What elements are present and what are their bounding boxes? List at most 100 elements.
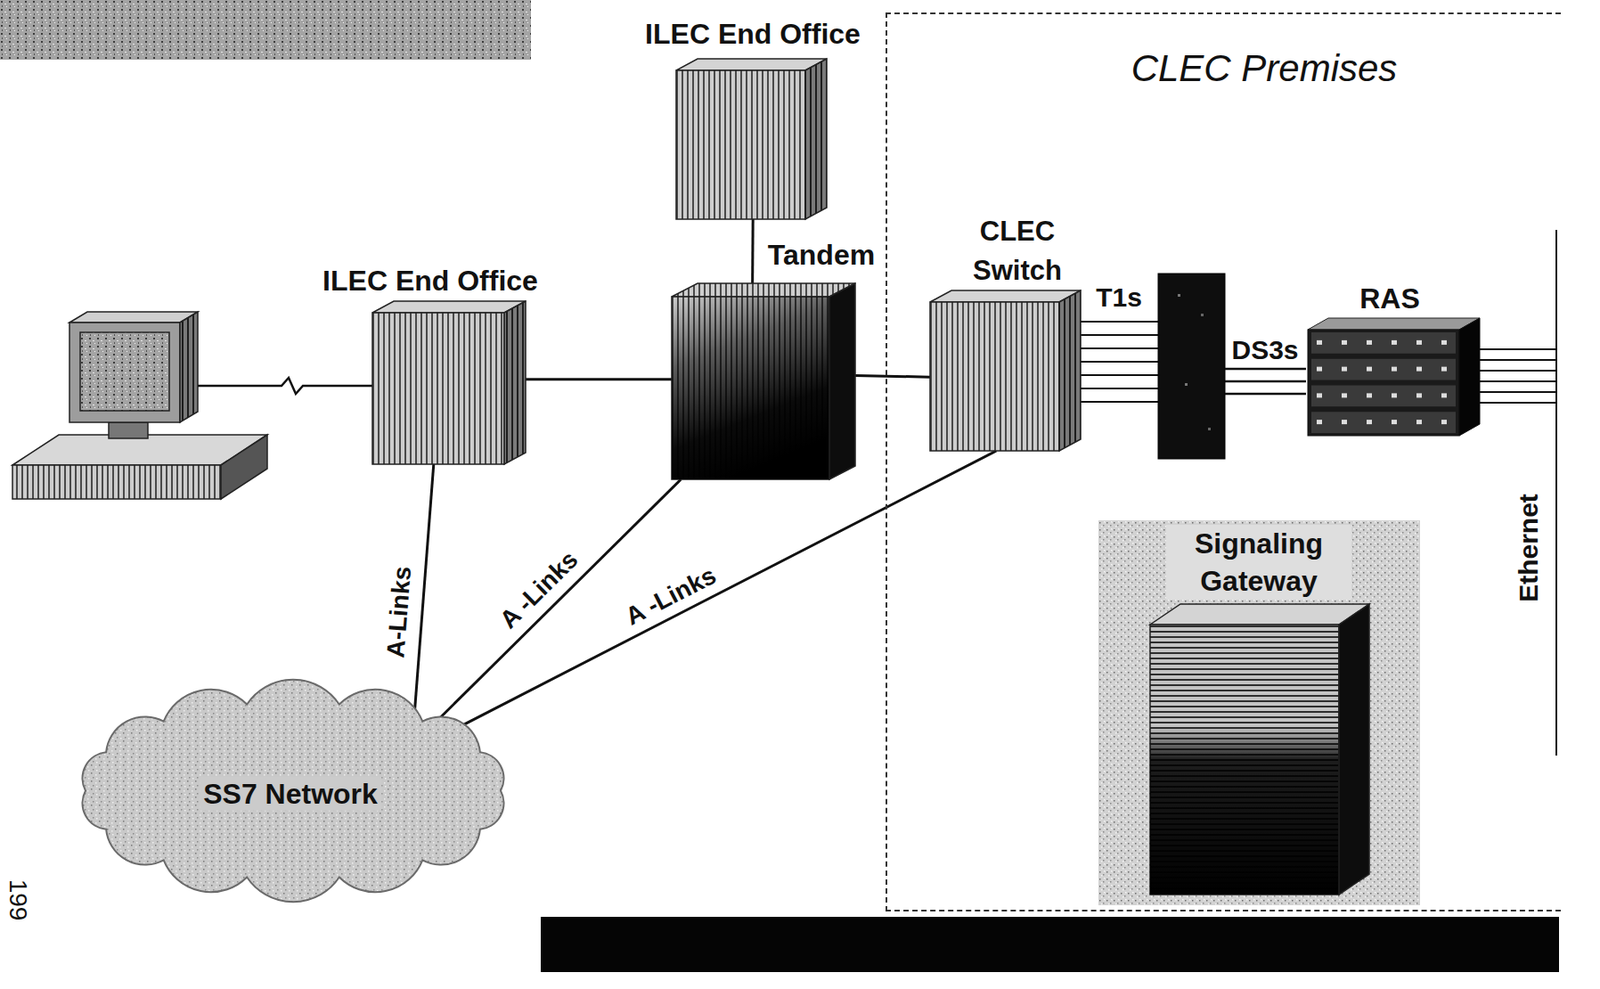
ds3-trunks: [1224, 368, 1307, 394]
wire-label: DS3s: [1228, 334, 1301, 367]
multiplexer-speck: [1200, 313, 1204, 317]
rack-light: [1391, 340, 1397, 345]
node-label: ILEC End Office: [322, 263, 539, 298]
modem-line: [197, 377, 373, 394]
box-side: [829, 283, 856, 480]
wire-label: T1s: [1093, 281, 1145, 314]
monitor-screen: [80, 332, 170, 411]
computer-base: [220, 434, 268, 499]
link-line: [413, 464, 434, 727]
trunk-line: [1224, 392, 1307, 396]
rack-light: [1341, 419, 1347, 425]
rack-top: [1307, 318, 1480, 330]
ethernet-bus: [1555, 229, 1558, 756]
gateway-panel: Signaling Gateway: [1098, 520, 1421, 906]
rack-light: [1341, 392, 1347, 398]
network-cloud: SS7 Network: [65, 683, 521, 898]
switch-box-shape: [671, 283, 856, 480]
t1-trunks: [1078, 321, 1159, 402]
trunk-line: [1078, 400, 1159, 403]
multiplexer-speck: [1184, 383, 1188, 386]
node-label: Tandem: [767, 237, 875, 272]
photo-fragment: [0, 0, 531, 60]
trunk-line: [1078, 347, 1159, 350]
edge-label: A -Links: [618, 559, 724, 634]
rack-front: [1307, 329, 1460, 436]
premises-region: CLEC PremisesCLEC SwitchRAS Signaling Gat…: [885, 12, 1561, 912]
drop-line: [1477, 369, 1557, 372]
box-side: [805, 58, 827, 220]
gateway-cabinet: [1150, 604, 1370, 895]
drop-line: [1477, 391, 1557, 393]
drop-line: [1477, 380, 1557, 383]
node-label: RAS: [1359, 281, 1421, 316]
box-front: [930, 302, 1060, 451]
switch-box: ILEC End Office: [676, 58, 827, 220]
switch-box-shape: [372, 301, 526, 465]
region-title: CLEC Premises: [1131, 46, 1398, 91]
rack-light: [1316, 367, 1323, 372]
rack-light: [1416, 340, 1422, 345]
rack-light: [1441, 392, 1447, 398]
rack-light: [1391, 419, 1397, 425]
box-front: [676, 70, 806, 220]
link-line: [525, 377, 672, 381]
rack-light: [1391, 367, 1397, 372]
edge-label: A -Links: [491, 543, 587, 637]
rack-light: [1341, 367, 1347, 372]
drop-line: [1477, 348, 1557, 351]
box-shade: [671, 296, 830, 480]
box-side: [1338, 604, 1370, 895]
rack-unit: [1311, 385, 1456, 408]
rack-light: [1316, 340, 1323, 345]
trunk-line: [1078, 360, 1159, 363]
rack-light: [1441, 419, 1447, 425]
trunk-line: [1224, 380, 1307, 384]
rack-light: [1416, 367, 1422, 372]
rack-light: [1416, 392, 1422, 398]
rack-light: [1366, 367, 1372, 372]
box-front: [372, 312, 505, 465]
box-top: [676, 58, 827, 71]
computer-base: [12, 465, 221, 499]
box-side: [504, 301, 526, 465]
page-number: 199: [2, 879, 33, 922]
rack-light: [1316, 392, 1323, 398]
gateway-ground: [1098, 520, 1421, 906]
rack-light: [1366, 392, 1372, 398]
switch-box-shape: [930, 290, 1081, 451]
server-rack-shape: [1307, 318, 1480, 436]
drop-line: [1477, 401, 1557, 404]
rack-light: [1391, 392, 1397, 398]
rack-unit: [1311, 359, 1456, 381]
switch-box: Tandem: [671, 283, 856, 480]
rack-light: [1366, 419, 1372, 425]
switch-box: ILEC End Office: [372, 301, 526, 465]
box-front: [1150, 624, 1339, 895]
node-label: ILEC End Office: [644, 16, 861, 51]
node-label: SS7 Network: [199, 776, 382, 811]
rack-light: [1366, 340, 1372, 345]
rack-side: [1459, 318, 1480, 436]
multiplexer-speck: [1208, 427, 1211, 431]
node-label: CLEC Switch: [955, 212, 1080, 291]
box-top: [372, 301, 526, 313]
redaction-bar: [540, 916, 1560, 972]
rack-light: [1441, 367, 1447, 372]
rack-unit: [1311, 332, 1456, 354]
rack-light: [1316, 419, 1323, 425]
rack-light: [1441, 340, 1447, 345]
link-line: [855, 375, 931, 377]
monitor-top: [69, 311, 198, 323]
box-side: [1059, 290, 1081, 451]
trunk-line: [1224, 367, 1307, 371]
box-top: [671, 283, 856, 297]
monitor-front: [69, 322, 180, 423]
monitor-side: [179, 311, 198, 423]
trunk-line: [1078, 320, 1159, 323]
rack-light: [1416, 419, 1422, 425]
rack-unit: [1311, 411, 1456, 433]
box-shade: [1150, 624, 1339, 895]
